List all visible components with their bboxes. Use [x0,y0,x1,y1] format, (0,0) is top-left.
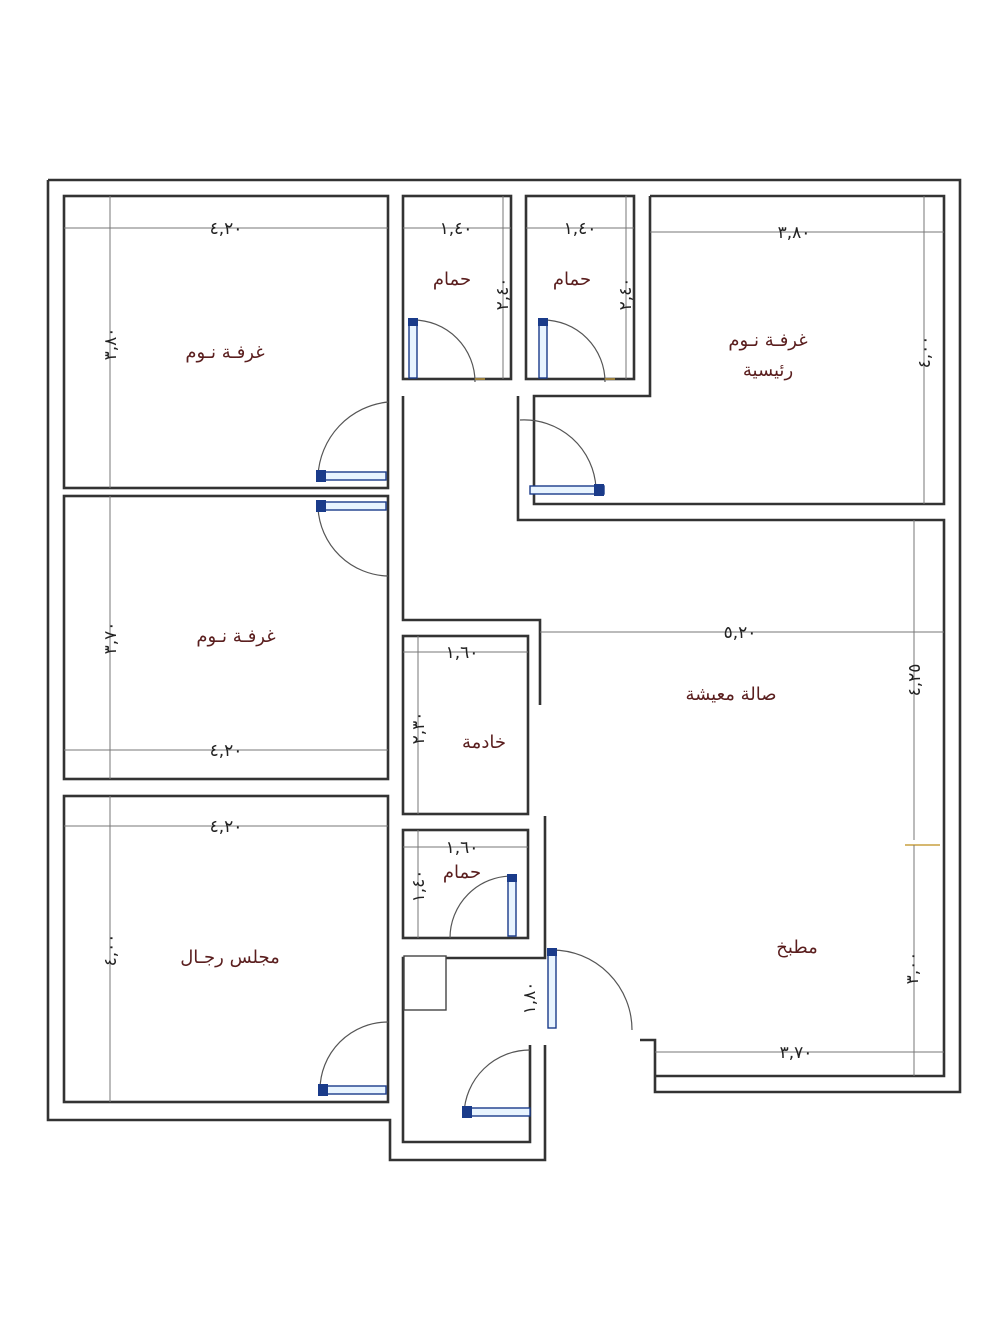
dim-kitchen-w: ٣,٧٠ [780,1043,813,1063]
bath-3-room [401,828,530,940]
label-maid-room: خادمة [462,732,506,753]
dim-bath-1-h: ٢,٤٠ [493,278,513,311]
dim-maid-h: ٢,٣٠ [409,712,429,745]
dim-bath-2-w: ١,٤٠ [564,219,597,239]
dim-passage-w: ١,٨٠ [520,982,540,1015]
bath-2-room [524,194,636,381]
dim-majlis-w: ٤,٢٠ [210,817,243,837]
door-majlis[interactable] [318,1021,389,1096]
dim-bath-1-w: ١,٤٠ [440,219,473,239]
label-master-bedroom-2: رئيسية [743,360,793,381]
cabinet-box [403,955,447,1011]
label-bedroom-top-left: غرفـة نـوم [185,342,264,363]
living-hall-walls [516,396,946,1078]
label-bath-3: حمام [443,862,481,883]
dim-master-bedroom-w: ٣,٨٠ [778,223,811,243]
dim-bedroom-top-left-w: ٤,٢٠ [210,219,243,239]
label-living-hall: صالة معيشة [685,684,776,705]
label-kitchen: مطبخ [776,937,817,958]
dim-living-w: ٥,٢٠ [724,623,757,643]
label-bedroom-middle-left: غرفـة نـوم [196,626,275,647]
dim-bedroom-top-left-h: ٣,٨٠ [101,328,121,361]
bath-1-room [401,194,513,381]
maid-room [401,634,530,816]
label-bath-1: حمام [433,269,471,290]
exterior-walls [46,178,962,1162]
dimension-lines [64,196,944,1102]
bedroom-top-left-room [62,194,390,490]
door-bedroom-middle-left[interactable] [316,500,389,577]
bedroom-middle-left-room [62,494,390,781]
label-bath-2: حمام [553,269,591,290]
dim-bedroom-middle-w: ٤,٢٠ [210,741,243,761]
dim-living-h: ٤,٢٥ [905,664,925,697]
door-master-bedroom[interactable] [519,419,605,496]
master-bedroom-room [532,194,946,506]
label-master-bedroom-1: غرفـة نـوم [728,330,807,351]
dim-master-bedroom-h: ٤,٠٠ [915,336,935,369]
dim-bath-2-h: ٢,٤٠ [616,278,636,311]
label-majlis: مجلس رجـال [180,947,280,968]
dim-bedroom-middle-h: ٣,٧٠ [101,622,121,655]
service-walls [401,816,547,1144]
door-bath-2[interactable] [538,318,615,383]
door-entrance[interactable] [462,1049,531,1118]
dim-majlis-h: ٤,٠٠ [101,934,121,967]
door-bath-1[interactable] [408,318,485,383]
majlis-room [62,794,390,1104]
dim-kitchen-h: ٣,٠٠ [903,952,923,985]
door-bedroom-top-left[interactable] [316,401,389,482]
dim-maid-w: ١,٦٠ [446,643,479,663]
hall-corridor-walls [401,396,542,705]
door-kitchen[interactable] [547,948,633,1031]
dim-bath-3-h: ١,٤٠ [409,870,429,903]
door-bath-3[interactable] [449,874,517,939]
dim-bath-3-w: ١,٦٠ [446,838,479,858]
